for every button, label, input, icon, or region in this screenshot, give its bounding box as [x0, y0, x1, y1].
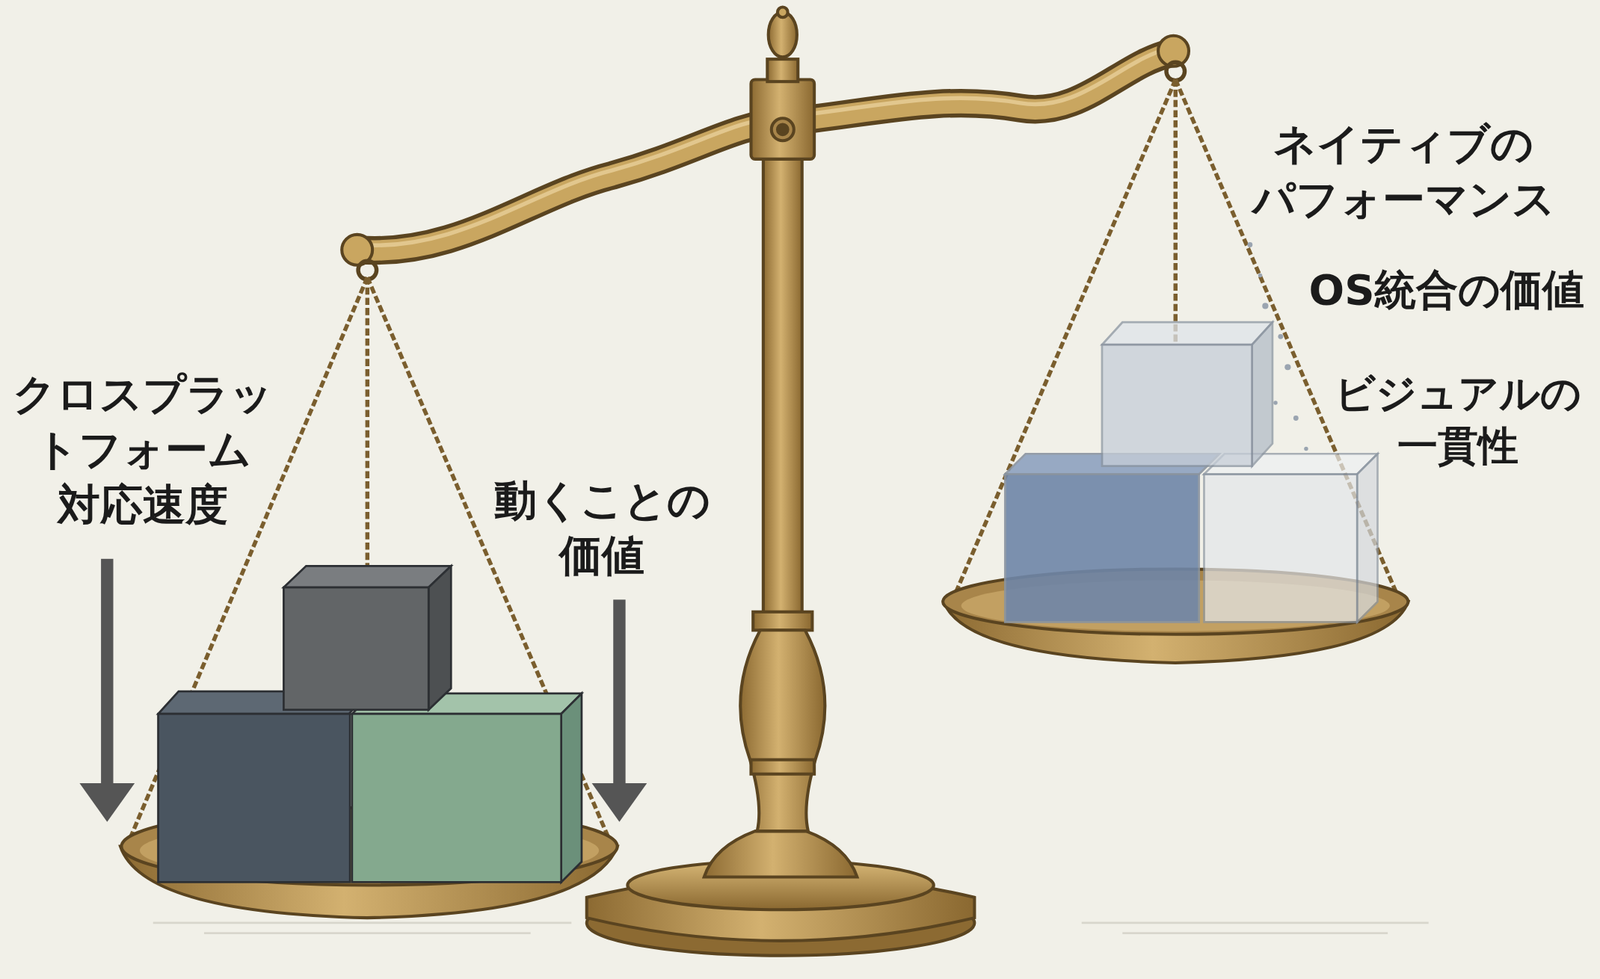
label-text: ビジュアルの 一貫性 — [1334, 367, 1582, 473]
dissolve-particles — [1247, 242, 1308, 451]
right-blocks — [1004, 322, 1378, 623]
label-text: クロスプラッ トフォーム 対応速度 — [12, 366, 273, 533]
label-text: ネイティブの パフォーマンス — [1252, 115, 1556, 227]
label-text: 動くことの 価値 — [494, 472, 711, 584]
left-blocks — [158, 565, 582, 883]
scale-hub — [750, 7, 815, 160]
scale-beam — [341, 35, 1189, 280]
down-arrows — [79, 559, 647, 823]
scale-pillar — [740, 153, 825, 832]
label-text: OS統合の価値 — [1309, 263, 1586, 318]
scale-base — [586, 831, 975, 956]
